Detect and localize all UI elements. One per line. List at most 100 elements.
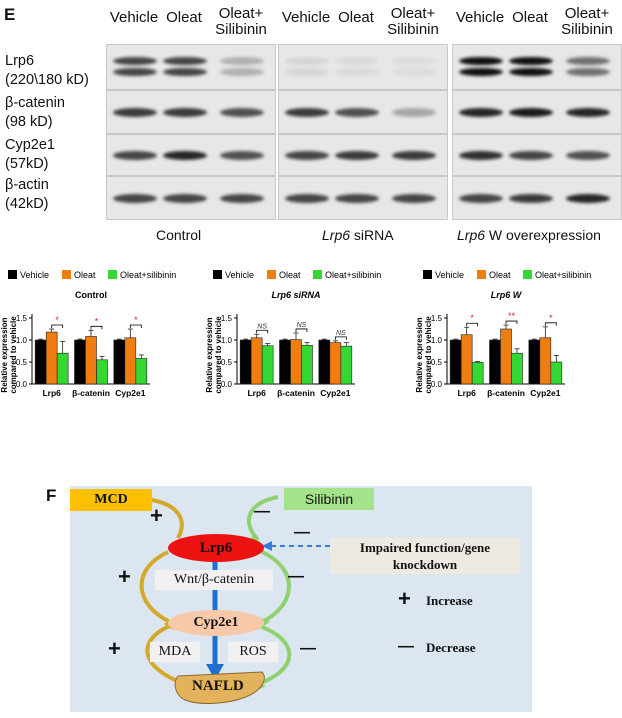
row-label: β-catenin(98 kD) [5,95,65,130]
y-tick-label: 0.5 [221,358,233,367]
lrp6-node: Lrp6 [168,534,264,562]
wnt-beta-catenin-node: Wnt/β-catenin [155,570,273,590]
blot-band [509,68,553,76]
significance-label: NS [297,322,307,329]
y-tick-label: 1.0 [16,336,28,345]
blot-band [113,57,157,65]
significance-bracket [544,322,557,326]
y-tick-label: 0.0 [431,380,443,389]
blot-band [392,151,436,160]
minus-sign-silibinin: — [254,503,270,520]
blot-band [113,151,157,160]
blot-band [509,151,553,160]
blot-band [285,194,329,203]
blot-strip [106,90,276,134]
nafld-label: NAFLD [192,678,244,694]
legend-swatch [108,270,117,279]
col-header-vehicle: Vehicle [455,9,505,26]
significance-bracket [295,328,308,332]
minus-sign-cyp: — [300,640,316,657]
blot-strip [278,90,448,134]
legend-plus-sign: + [398,586,411,611]
blot-band [220,68,264,76]
blot-band [163,194,207,203]
cyp-to-nafld-left-arrow [145,623,186,686]
y-tick-label: 0.0 [221,380,233,389]
silibinin-label: Silibinin [284,488,374,510]
y-tick-label: 1.0 [221,336,233,345]
significance-label: * [470,313,474,323]
blot-band [163,108,207,117]
blot-band [285,108,329,117]
blot-band [566,194,610,203]
significance-label: * [549,313,553,323]
y-axis-label: Relative expressioncompared to vehicle [205,316,223,394]
legend-swatch [423,270,432,279]
cyp-to-nafld-right-arrow [257,625,292,686]
x-tick-label: β-catenin [487,388,525,398]
group-label-sirna: Lrp6 siRNA [322,227,394,243]
blot-band [335,194,379,203]
significance-bracket [466,322,479,327]
blot-band [220,108,264,117]
col-header-vehicle: Vehicle [109,9,159,26]
blot-band [335,68,379,76]
significance-label: ** [508,311,516,321]
legend-label: Vehicle [435,270,464,280]
mda-node: MDA [150,642,200,662]
y-tick-label: 0.5 [16,358,28,367]
minus-sign-impaired: — [294,524,310,541]
significance-label: NS [257,323,267,330]
blot-band [566,68,610,76]
group-suffix: W overexpression [485,227,601,243]
x-tick-label: β-catenin [72,388,110,398]
blot-band [163,151,207,160]
col-header-oleat: Oleat [338,9,374,26]
blot-band [459,151,503,160]
legend-swatch [313,270,322,279]
blot-band [220,57,264,65]
row-label: Lrp6(220\180 kD) [5,53,89,88]
blot-strip [452,90,622,134]
y-tick-label: 0.0 [16,380,28,389]
blot-band [392,57,436,65]
impaired-function-box: Impaired function/gene knockdown [330,538,520,574]
blot-band [113,68,157,76]
col-header-oleat: Oleat [512,9,548,26]
significance-label: * [134,315,138,325]
group-gene: Lrp6 [322,227,351,243]
minus-sign-wnt: — [288,568,304,585]
blot-band [335,151,379,160]
y-tick-label: 0.5 [431,358,443,367]
lrp6-to-cyp-left-arrow [139,550,171,624]
y-tick-label: 1.0 [431,336,443,345]
group-label-overexpression: Lrp6 W overexpression [457,227,601,243]
row-label: Cyp2e1(57kD) [5,137,55,172]
significance-bracket [505,320,518,325]
y-axis-label: Relative expressioncompared to vehicle [415,316,433,394]
bar [511,352,523,385]
cyp2e1-node: Cyp2e1 [168,610,264,636]
legend-minus-sign: — [398,638,414,655]
blot-band [113,108,157,117]
blot-band [566,57,610,65]
blot-band [392,108,436,117]
blot-band [113,194,157,203]
x-tick-label: β-catenin [277,388,315,398]
blot-strip [452,134,622,176]
chart-title: Control [75,290,107,300]
plus-sign-cyp: + [108,636,121,661]
silibinin-arrow [246,495,279,542]
significance-label: * [55,315,59,325]
col-header-oleat_silibinin: Oleat+Silibinin [561,5,613,38]
legend-increase-label: Increase [426,593,473,608]
col-header-oleat_silibinin: Oleat+Silibinin [215,5,267,38]
blot-band [285,151,329,160]
blot-strip [452,44,622,90]
legend-label: Vehicle [225,270,254,280]
group-suffix: Control [156,227,202,243]
x-tick-label: Lrp6 [457,388,476,398]
blot-band [509,108,553,117]
blot-strip [278,44,448,90]
blot-band [509,57,553,65]
